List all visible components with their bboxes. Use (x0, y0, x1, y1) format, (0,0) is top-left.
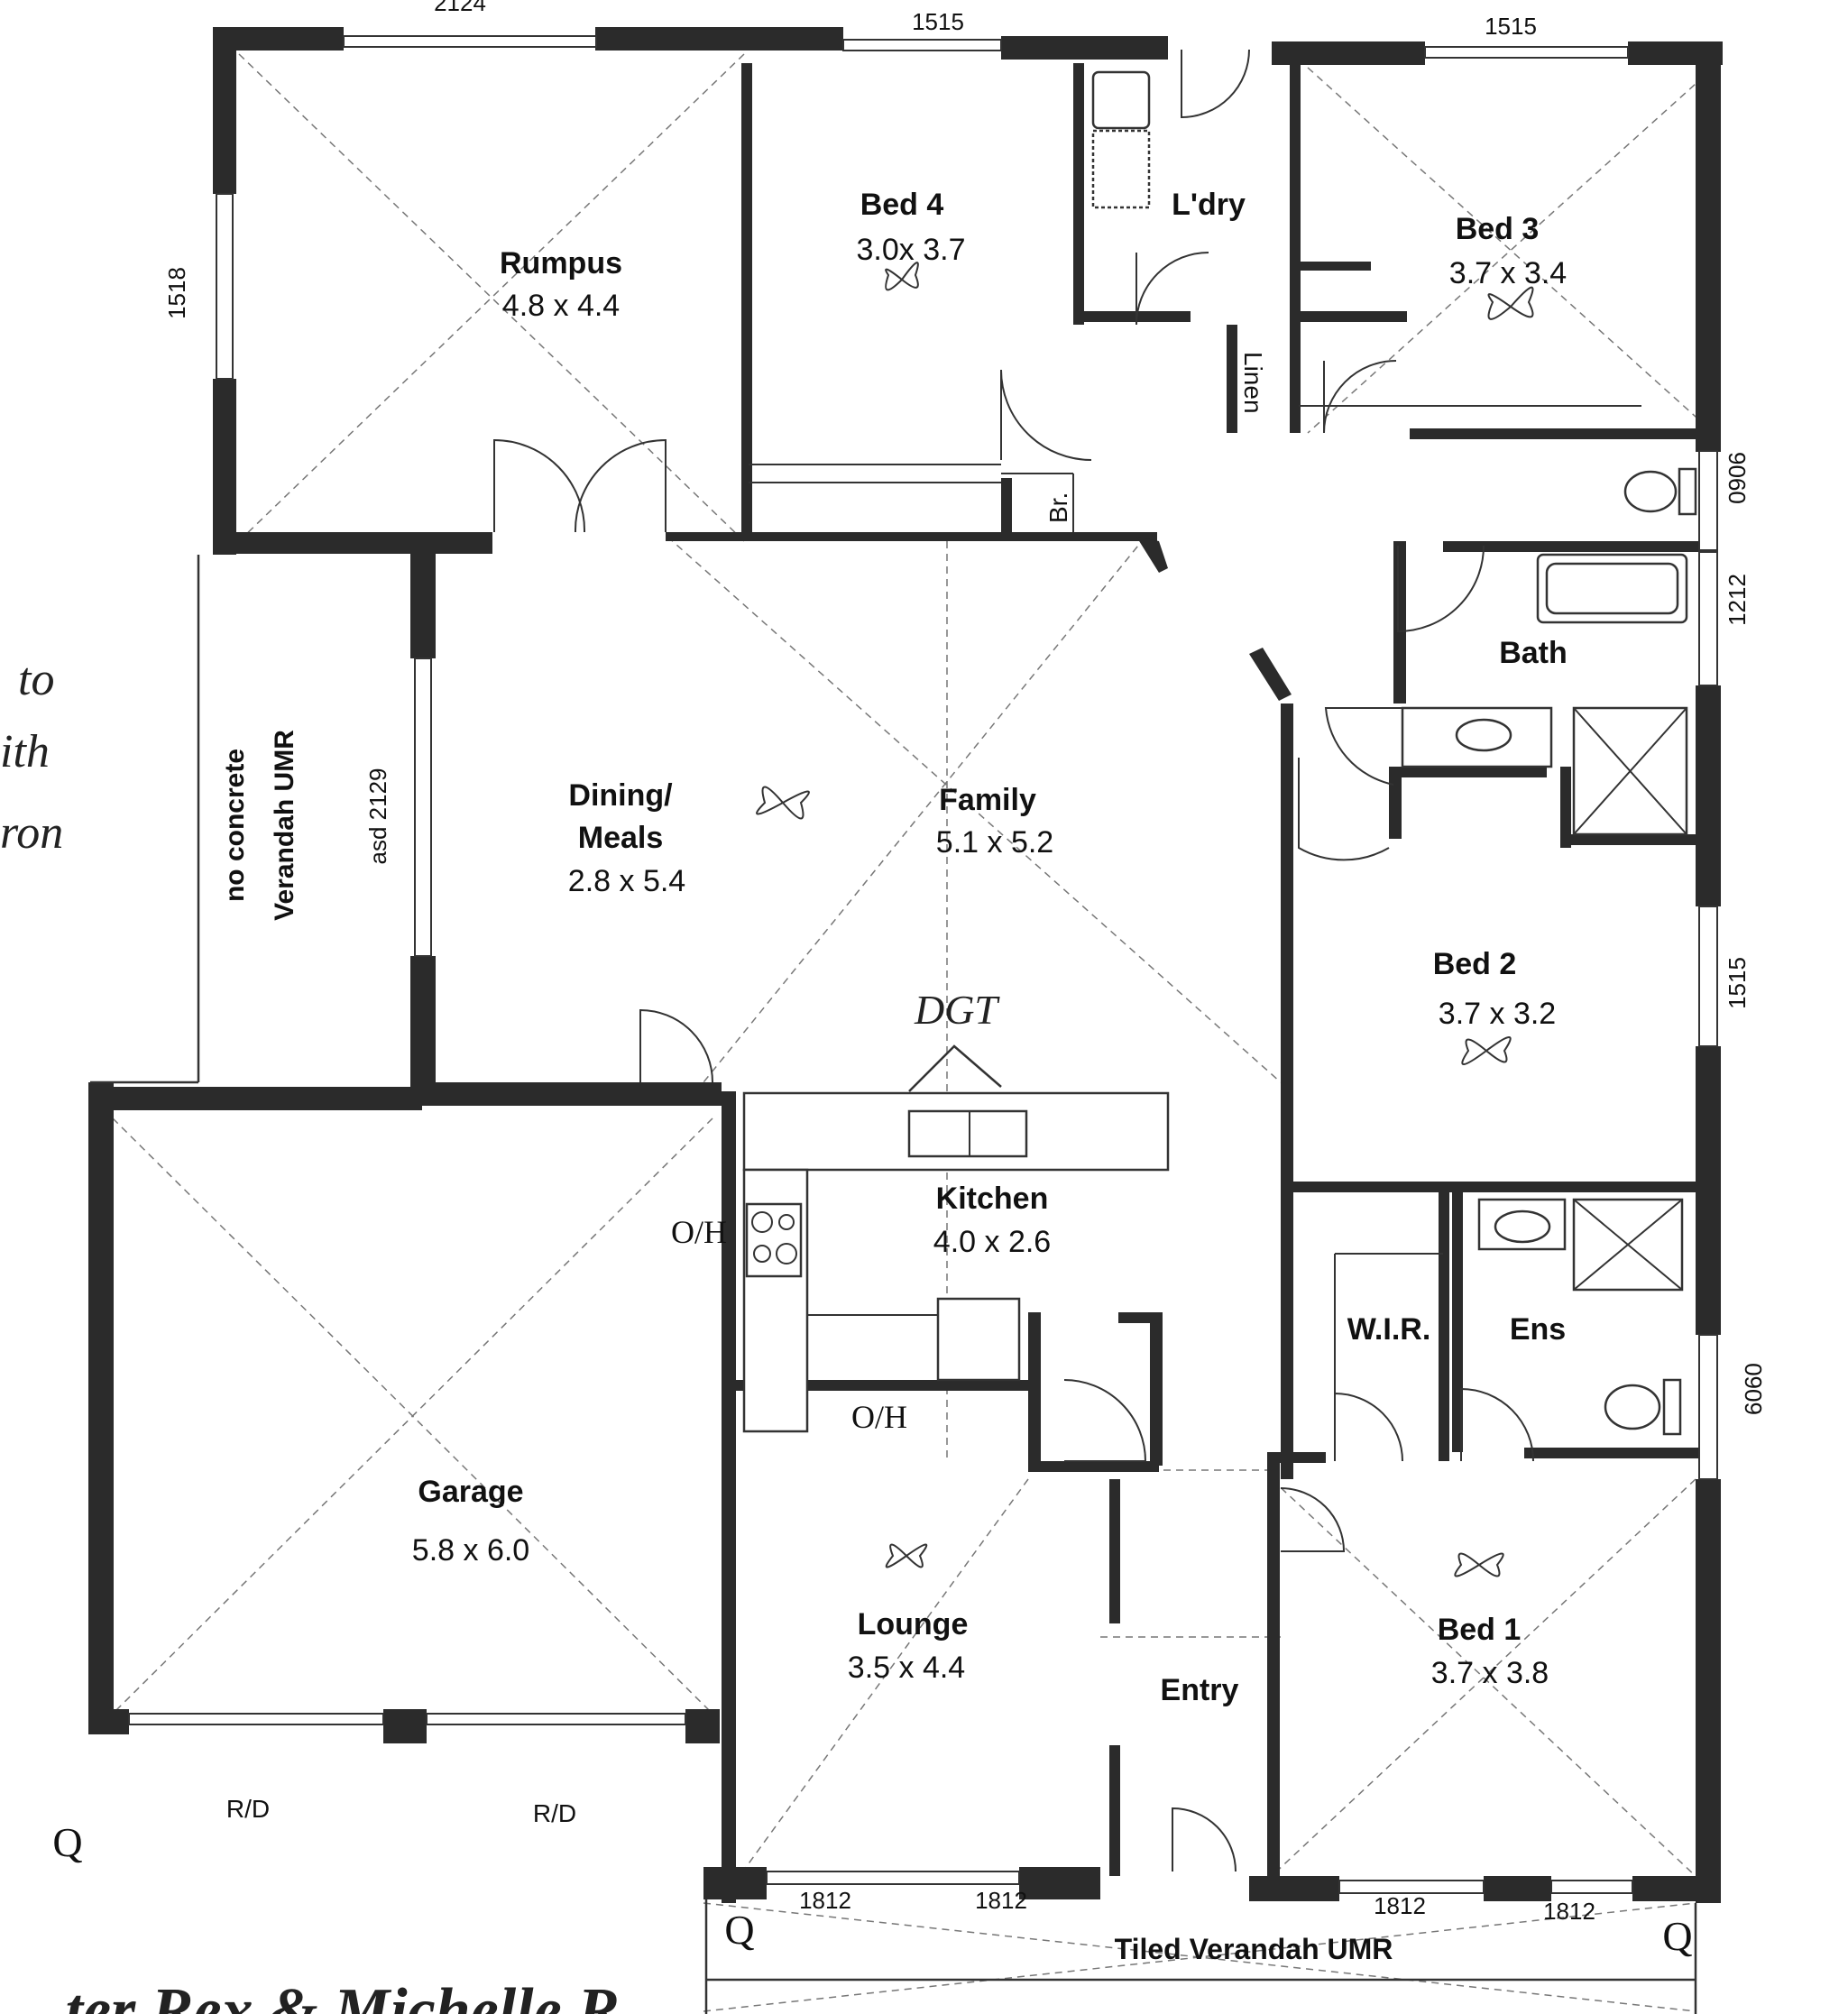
dining-name-line1: Dining/ (568, 778, 673, 813)
handwritten-left-1: to (18, 654, 54, 705)
bed3-dims: 3.7 x 3.4 (1449, 256, 1567, 290)
tiled-verandah-label: Tiled Verandah UMR (1115, 1933, 1393, 1965)
lounge-name: Lounge (858, 1607, 969, 1642)
wir-name: W.I.R. (1347, 1312, 1431, 1347)
laundry-name: L'dry (1172, 188, 1246, 222)
kitchen-name: Kitchen (936, 1182, 1049, 1216)
fixtures (742, 70, 1697, 1436)
walls (88, 27, 1723, 1903)
q-verandah-right-label: Q (1662, 1913, 1692, 1959)
handwritten-dgt: DGT (914, 987, 1000, 1033)
dim-lounge-bottom-2: 1812 (975, 1887, 1027, 1914)
handwritten-left-2: ith (0, 726, 50, 777)
footer-partial: ...ter Rex & Michelle R... (18, 1976, 667, 2014)
dim-bed4-top: 1515 (912, 8, 964, 35)
dgt-arrow (908, 1044, 1002, 1092)
room-labels: Rumpus 4.8 x 4.4 Bed 4 3.0x 3.7 L'dry Be… (412, 188, 1568, 1707)
rumpus-dims: 4.8 x 4.4 (502, 289, 620, 323)
dim-lounge-bottom-1: 1812 (799, 1887, 851, 1914)
oh-lounge-label: O/H (851, 1399, 907, 1435)
misc-labels: no concrete Verandah UMR asd 2129 O/H O/… (0, 654, 1693, 2014)
dining-name-line2: Meals (578, 821, 664, 855)
q-verandah-left-label: Q (724, 1907, 754, 1953)
ceiling-fans (756, 262, 1534, 1577)
room-diagonals (112, 53, 1715, 2012)
window-dimension-labels: 2124 1515 1515 1518 0906 1212 1515 0909 … (163, 0, 1767, 1925)
verandah-left-line2: Verandah UMR (270, 730, 299, 921)
doors (493, 49, 1534, 1872)
thin-walls (90, 405, 1697, 2014)
lounge-dims: 3.5 x 4.4 (848, 1651, 965, 1685)
rd-label-2: R/D (533, 1799, 576, 1827)
dim-bed2-side: 1515 (1724, 957, 1751, 1009)
broom-label: Br. (1044, 492, 1072, 523)
kitchen-dims: 4.0 x 2.6 (933, 1225, 1051, 1259)
bed2-dims: 3.7 x 3.2 (1439, 997, 1556, 1031)
bed1-dims: 3.7 x 3.8 (1431, 1656, 1549, 1690)
dim-bath-side: 1212 (1724, 574, 1751, 626)
bed4-dims: 3.0x 3.7 (857, 233, 966, 267)
rd-label-1: R/D (226, 1795, 270, 1823)
windows (128, 35, 1718, 1894)
dim-top-left-partial: 2124 (434, 0, 486, 16)
family-name: Family (939, 783, 1036, 817)
garage-dims: 5.8 x 6.0 (412, 1533, 529, 1568)
dim-bed3-top: 1515 (1485, 13, 1537, 40)
handwritten-left-3: ron (0, 807, 63, 859)
bath-name: Bath (1499, 636, 1568, 670)
dim-bed1-bottom-1: 1812 (1374, 1892, 1426, 1919)
bed4-name: Bed 4 (860, 188, 944, 222)
dim-rumpus-side: 1518 (163, 267, 190, 319)
dim-ens-side: 0909 (1740, 1363, 1767, 1415)
door-code: asd 2129 (364, 768, 391, 865)
bed3-name: Bed 3 (1456, 212, 1540, 246)
verandah-left-line1: no concrete (220, 749, 250, 902)
dining-dims: 2.8 x 5.4 (568, 864, 685, 898)
rumpus-name: Rumpus (500, 246, 622, 280)
entry-name: Entry (1161, 1673, 1239, 1707)
linen-label: Linen (1239, 352, 1267, 414)
dim-toilet-side: 0906 (1724, 452, 1751, 504)
family-dims: 5.1 x 5.2 (936, 825, 1053, 860)
oh-kitchen-label: O/H (671, 1214, 727, 1250)
bed1-name: Bed 1 (1438, 1613, 1522, 1647)
garage-name: Garage (418, 1475, 523, 1509)
q-left-label: Q (52, 1819, 82, 1865)
bed2-name: Bed 2 (1433, 947, 1517, 981)
dim-bed1-bottom-2: 1812 (1543, 1898, 1595, 1925)
ensuite-name: Ens (1510, 1312, 1566, 1347)
